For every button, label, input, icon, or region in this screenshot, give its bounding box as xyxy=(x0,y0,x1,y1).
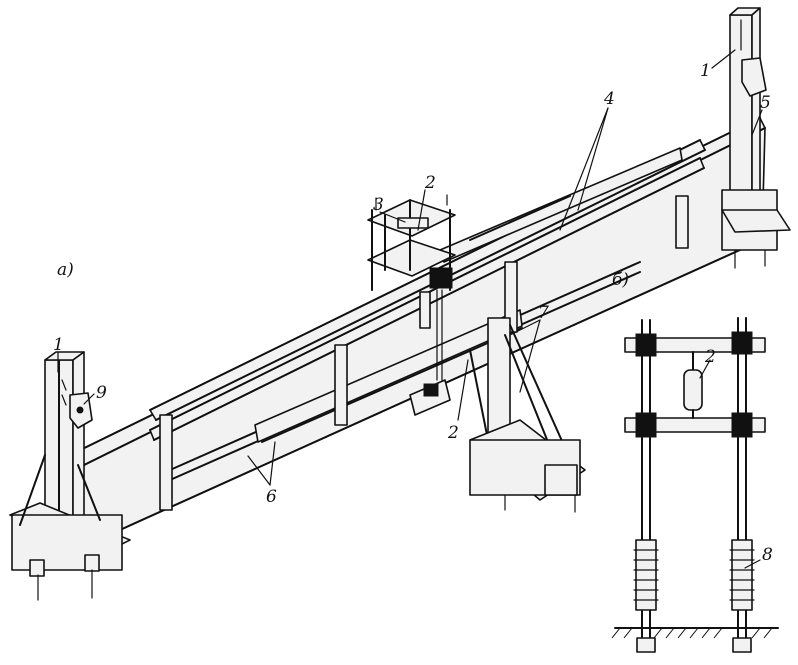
label-2-top: 2 xyxy=(424,173,436,193)
label-4: 4 xyxy=(603,89,615,109)
view-a-label: а) xyxy=(57,260,74,280)
view-b-label: б) xyxy=(612,270,629,290)
label-9: 9 xyxy=(96,383,107,403)
label-1-right: 1 xyxy=(700,61,711,81)
label-6: 6 xyxy=(266,487,277,507)
detail-view xyxy=(611,317,779,653)
label-2-mid: 2 xyxy=(447,423,459,443)
label-3: 3 xyxy=(373,195,384,215)
lower-rails xyxy=(169,261,641,481)
left-base-frame xyxy=(9,454,131,601)
label-2-detail: 2 xyxy=(704,347,716,367)
label-8: 8 xyxy=(762,545,773,565)
clamp-assembly xyxy=(367,194,456,291)
middle-support xyxy=(469,317,586,513)
left-bracket xyxy=(69,392,93,429)
hanging-jack xyxy=(409,289,451,416)
label-7: 7 xyxy=(538,303,549,323)
leader-lines xyxy=(57,49,763,569)
label-1-left: 1 xyxy=(53,335,64,355)
label-5: 5 xyxy=(760,93,771,113)
right-base-frame xyxy=(721,189,791,269)
beam-stiffeners xyxy=(159,195,689,511)
